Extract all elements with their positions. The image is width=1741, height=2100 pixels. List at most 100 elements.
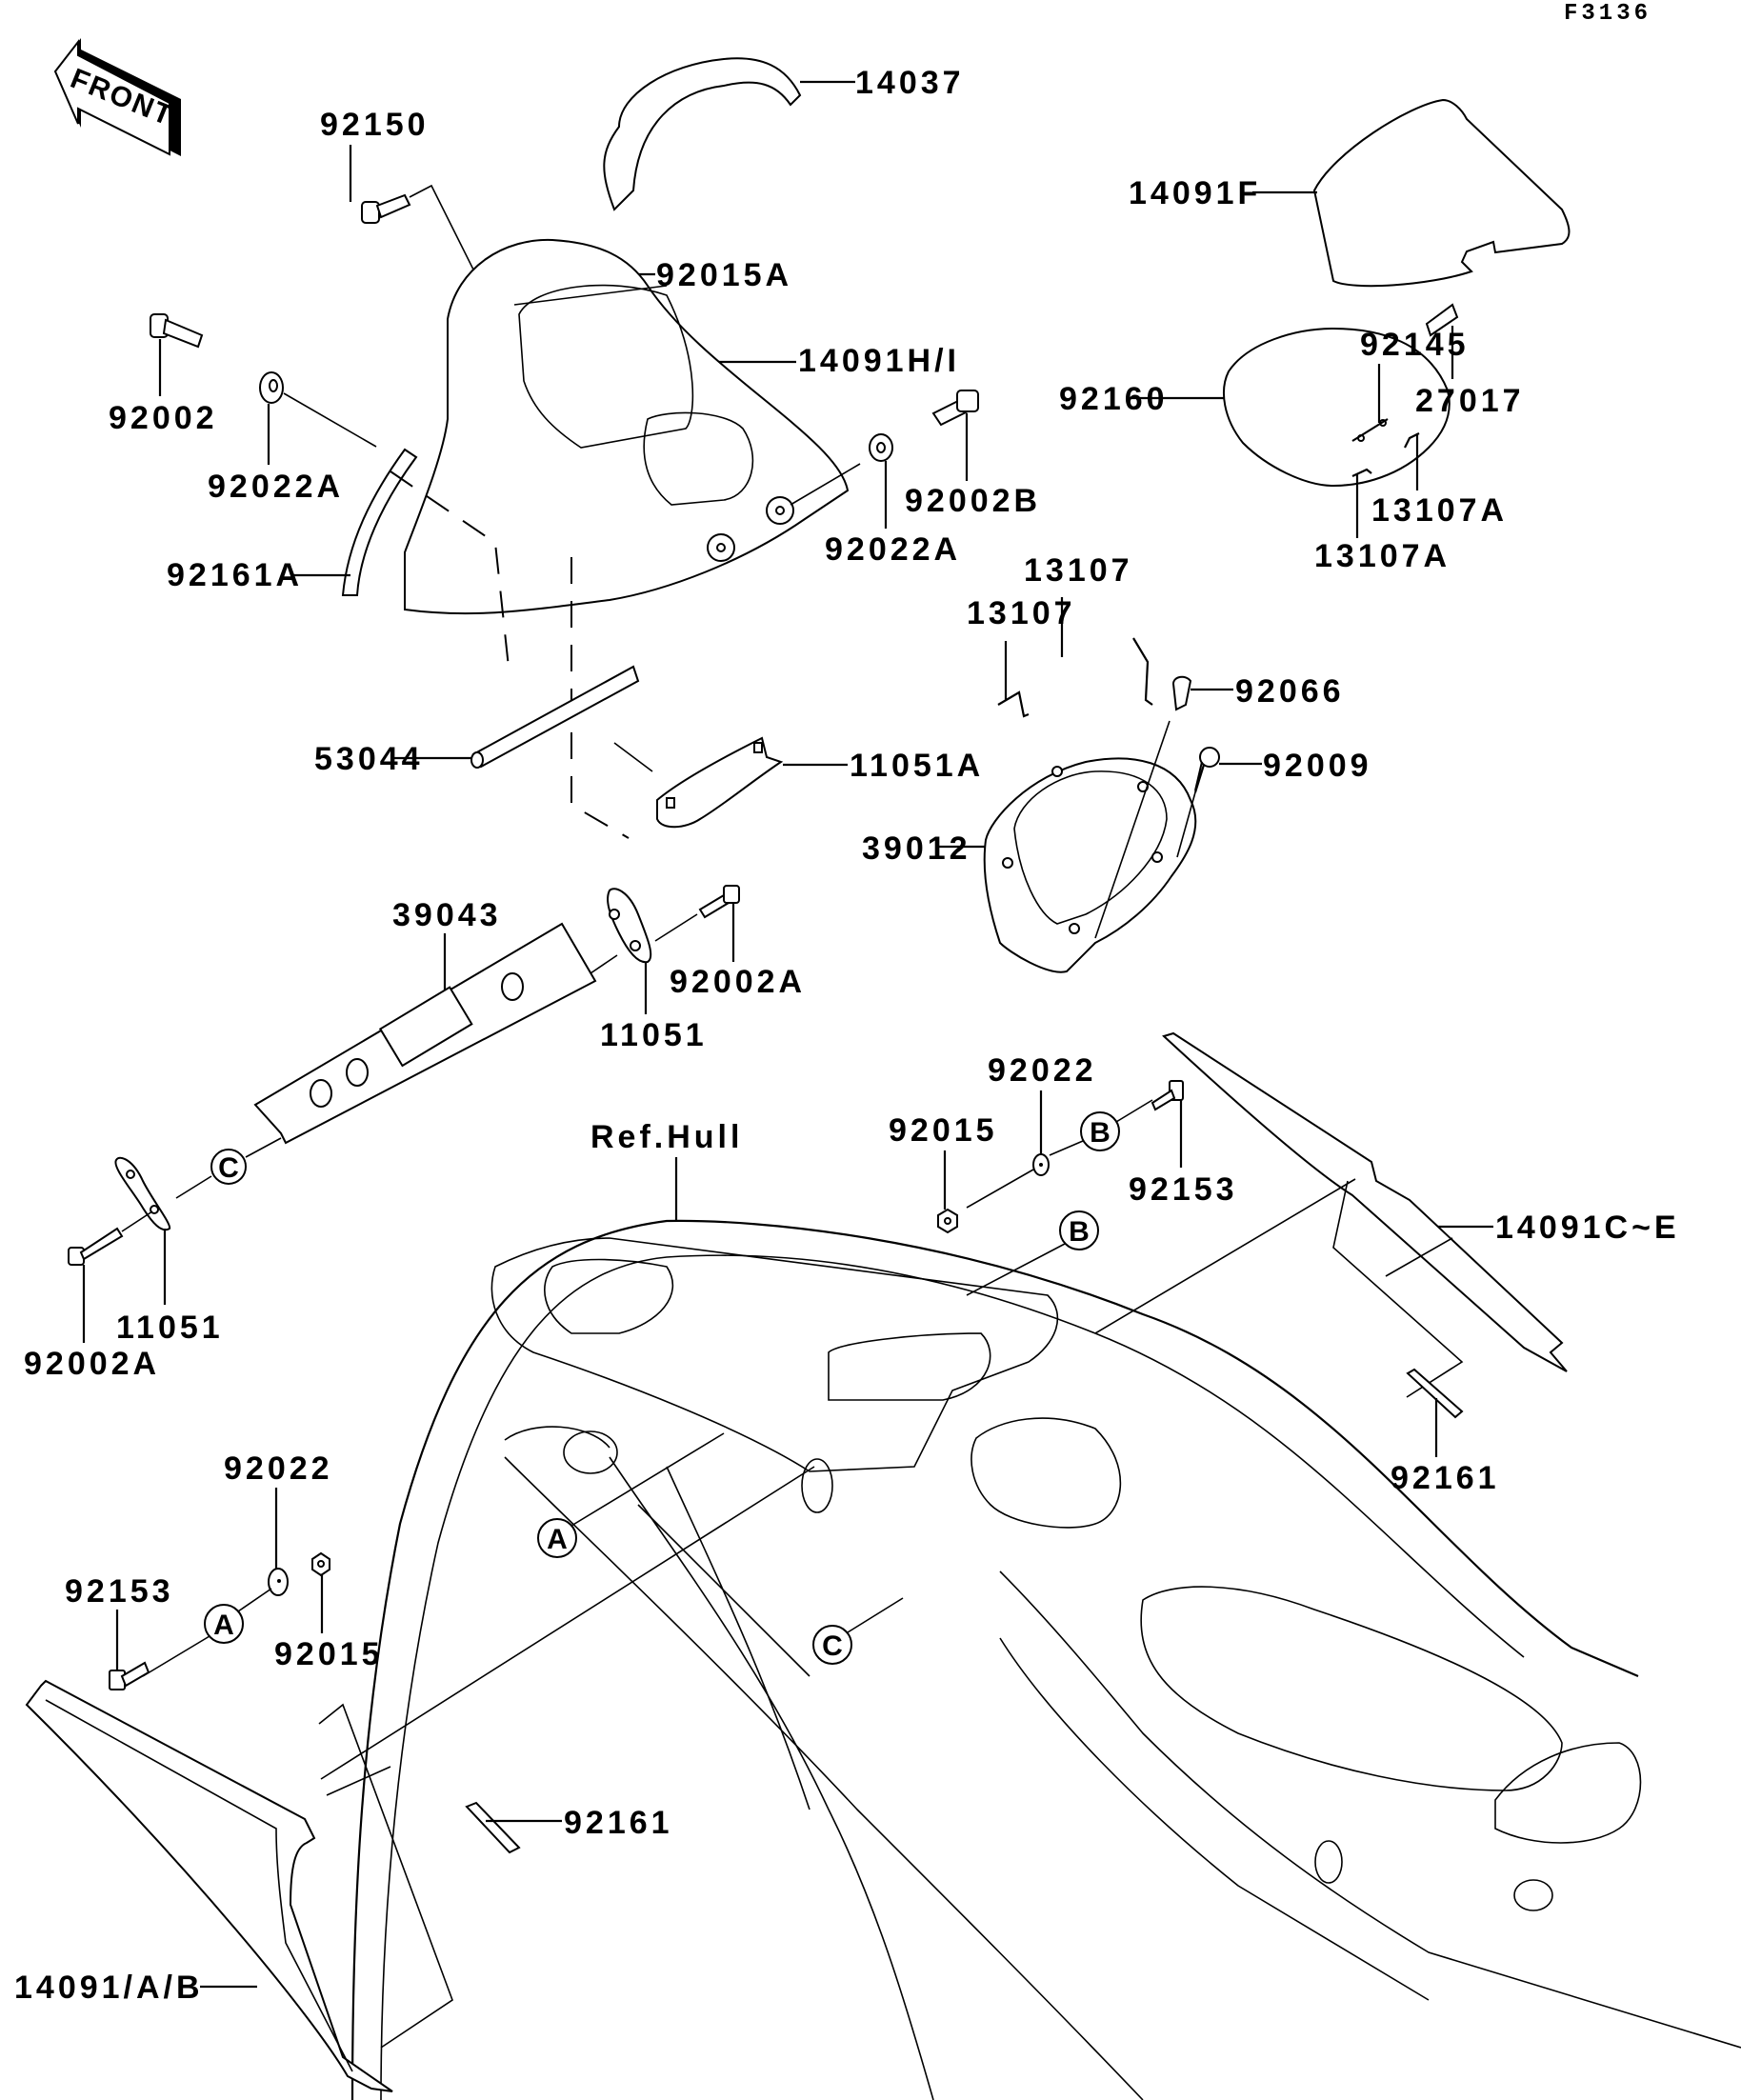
label-92015A[interactable]: 92015A — [656, 257, 792, 293]
label-92160[interactable]: 92160 — [1059, 381, 1169, 417]
label-92022A-left[interactable]: 92022A — [208, 469, 344, 505]
label-11051A[interactable]: 11051A — [850, 748, 984, 784]
label-11051-upper[interactable]: 11051 — [600, 1017, 708, 1053]
label-92002B[interactable]: 92002B — [905, 483, 1041, 519]
label-13107A-right[interactable]: 13107A — [1371, 492, 1508, 529]
part-92161-strip-left[interactable] — [465, 1801, 521, 1854]
part-92022-washer-b[interactable] — [1032, 1153, 1050, 1176]
line-11051-upper — [654, 913, 698, 942]
front-arrow-icon: FRONT — [53, 38, 181, 156]
part-92002B-bolt[interactable] — [931, 390, 979, 427]
part-92022-washer-a[interactable] — [268, 1568, 289, 1596]
label-53044[interactable]: 53044 — [314, 741, 424, 777]
part-92002A-bolt-upper[interactable] — [698, 885, 740, 919]
line-c-hull — [847, 1597, 904, 1633]
label-14091AB[interactable]: 14091/A/B — [14, 1970, 204, 2006]
label-13107-upper[interactable]: 13107 — [1024, 552, 1133, 589]
line-a-hull — [570, 1432, 725, 1527]
part-92022A-washer-left[interactable] — [259, 371, 284, 404]
part-92015-nut-b[interactable] — [937, 1208, 958, 1234]
line-c-panel — [245, 1137, 282, 1158]
part-39043-panel[interactable] — [253, 922, 597, 1145]
line-92002A-lower — [121, 1210, 153, 1232]
label-13107A-left[interactable]: 13107A — [1314, 538, 1451, 574]
line-b-bolt — [1115, 1099, 1153, 1123]
part-92002A-bolt-lower[interactable] — [68, 1227, 124, 1266]
label-14091CE[interactable]: 14091C~E — [1495, 1210, 1680, 1246]
callout-a-hull: A — [537, 1518, 577, 1558]
part-13107-rod-lower[interactable] — [997, 690, 1030, 718]
part-92150-bolt[interactable] — [361, 193, 411, 224]
label-92161-right[interactable]: 92161 — [1391, 1460, 1500, 1496]
label-92002[interactable]: 92002 — [109, 400, 218, 436]
line-b-hull — [966, 1243, 1066, 1296]
label-92009[interactable]: 92009 — [1263, 748, 1372, 784]
line-14091CE-mid — [1385, 1237, 1453, 1277]
label-92150[interactable]: 92150 — [320, 107, 430, 143]
part-13107A-clip-left[interactable] — [1351, 468, 1372, 477]
svg-text:B: B — [1090, 1117, 1111, 1149]
callout-c-hull: C — [812, 1625, 852, 1665]
part-92153-bolt-a[interactable] — [109, 1661, 150, 1690]
label-39012[interactable]: 39012 — [862, 830, 971, 867]
part-92145-spring[interactable] — [1351, 418, 1389, 442]
part-13107A-clip-right[interactable] — [1404, 432, 1420, 449]
part-27017-latch[interactable] — [1425, 303, 1459, 337]
part-14091CE-side-panel[interactable] — [1162, 1031, 1568, 1372]
part-92153-bolt-b[interactable] — [1151, 1080, 1184, 1111]
part-13107-rod-upper[interactable] — [1132, 637, 1153, 706]
part-92002-bolt[interactable] — [150, 313, 204, 349]
svg-text:C: C — [218, 1152, 239, 1184]
label-92022-a[interactable]: 92022 — [224, 1450, 333, 1487]
line-39043-upper — [590, 954, 618, 974]
label-92015-a[interactable]: 92015 — [274, 1636, 384, 1672]
part-92161-strip-right[interactable] — [1406, 1368, 1464, 1419]
line-hull-inner — [637, 1504, 810, 1677]
part-53044-seal-tube[interactable] — [470, 665, 640, 769]
label-92015-b[interactable]: 92015 — [889, 1112, 998, 1149]
label-11051-lower[interactable]: 11051 — [116, 1310, 224, 1346]
label-92022-b[interactable]: 92022 — [988, 1052, 1097, 1089]
svg-text:A: A — [547, 1524, 568, 1555]
label-92145[interactable]: 92145 — [1360, 327, 1470, 363]
label-92161A[interactable]: 92161A — [167, 557, 303, 593]
line-hull-left-panel — [320, 1466, 815, 1780]
label-92002A-lower[interactable]: 92002A — [24, 1346, 160, 1382]
part-11051A-bracket[interactable] — [656, 736, 784, 829]
svg-text:C: C — [822, 1630, 843, 1662]
line-a-bolt — [142, 1635, 210, 1677]
part-92160-gasket[interactable] — [1223, 327, 1451, 488]
part-92015-nut-a[interactable] — [311, 1551, 330, 1577]
label-39043[interactable]: 39043 — [392, 897, 502, 933]
label-27017[interactable]: 27017 — [1415, 383, 1525, 419]
part-92066-grommet[interactable] — [1171, 675, 1192, 711]
label-92153-a[interactable]: 92153 — [65, 1573, 174, 1610]
label-14091F[interactable]: 14091F — [1129, 175, 1261, 211]
part-14091F-lid[interactable] — [1312, 98, 1571, 288]
label-14037[interactable]: 14037 — [855, 65, 965, 101]
label-92066[interactable]: 92066 — [1235, 673, 1345, 710]
line-92066 — [1094, 720, 1171, 939]
part-92161A-seal-strip[interactable] — [341, 448, 418, 596]
line-14091CE-bracket — [1332, 1180, 1464, 1398]
label-92002A-upper[interactable]: 92002A — [670, 964, 806, 1000]
line-92022A-left — [283, 392, 377, 448]
svg-text:B: B — [1069, 1216, 1090, 1248]
line-92022A-right — [790, 463, 861, 506]
callout-c-panel: C — [210, 1149, 247, 1185]
part-14037-handle-cover[interactable] — [603, 57, 802, 211]
part-39012-storage-bucket[interactable] — [983, 757, 1197, 973]
part-11051-plate-upper[interactable] — [607, 888, 652, 964]
part-11051-plate-lower[interactable] — [114, 1156, 171, 1231]
part-92022A-washer-right[interactable] — [869, 433, 893, 462]
label-13107-lower[interactable]: 13107 — [967, 595, 1076, 631]
label-14091HI[interactable]: 14091H/I — [798, 343, 960, 379]
line-11051A — [613, 742, 653, 772]
part-14091AB-side-panel[interactable] — [25, 1679, 393, 2092]
part-92009-screw[interactable] — [1193, 747, 1220, 793]
label-92022A-right[interactable]: 92022A — [825, 531, 961, 568]
part-14091HI-console-cover[interactable] — [404, 238, 850, 615]
label-92161-left[interactable]: 92161 — [564, 1805, 673, 1841]
label-92153-b[interactable]: 92153 — [1129, 1171, 1238, 1208]
